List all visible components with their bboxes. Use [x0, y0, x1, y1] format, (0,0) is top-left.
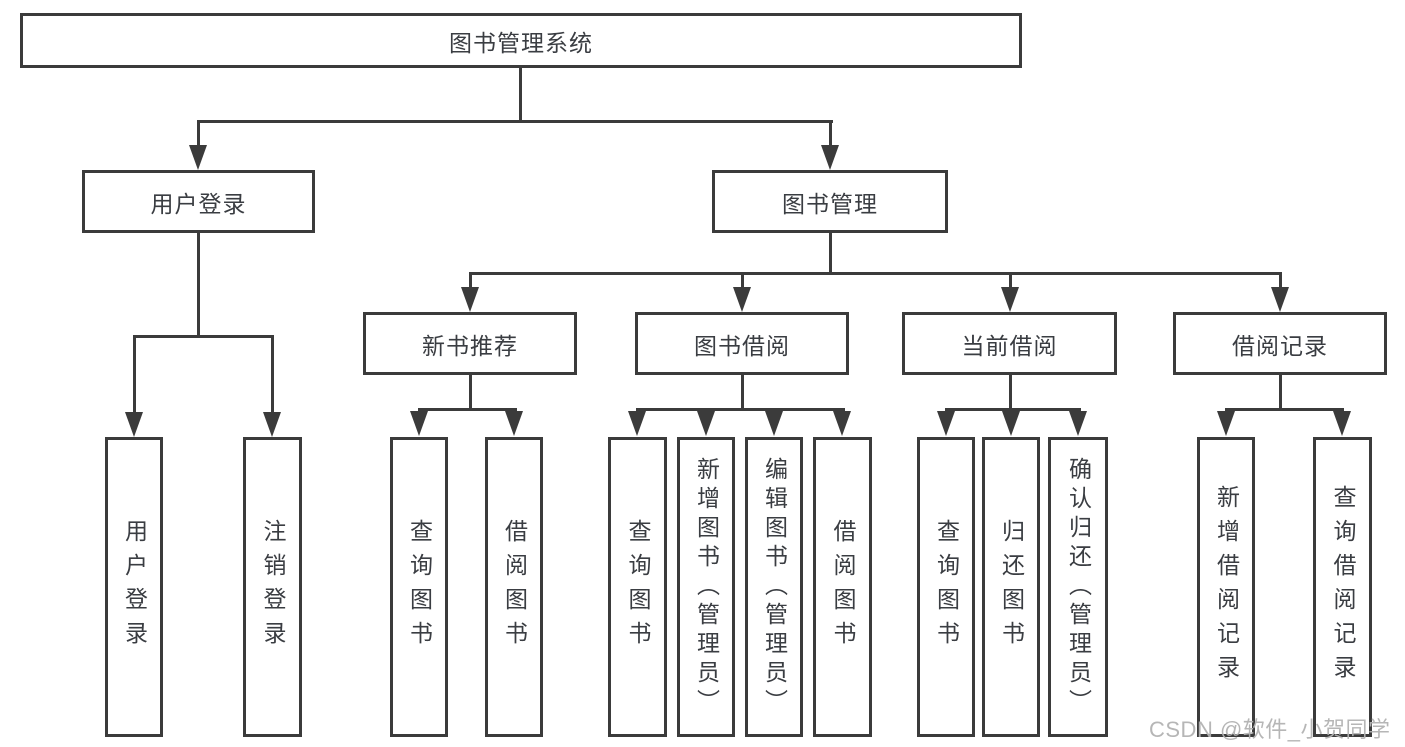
connector-leg — [197, 120, 200, 146]
arrow-down-icon — [628, 411, 646, 436]
leaf-borrow-query-books: 查询图书 — [608, 437, 667, 737]
node-book-borrow-label: 图书借阅 — [694, 332, 790, 359]
leaf-rec-query-books: 查询图书 — [390, 437, 448, 737]
leaf-borrow-borrow-books-label: 借阅图书 — [830, 519, 856, 655]
leaf-current-query-books-label: 查询图书 — [933, 519, 960, 655]
leaf-rec-query-books-label: 查询图书 — [406, 519, 433, 655]
connector-level3-bar — [469, 272, 1282, 275]
arrow-down-icon — [1001, 287, 1019, 312]
node-borrow-records: 借阅记录 — [1173, 312, 1387, 375]
leaf-rec-borrow-books-label: 借阅图书 — [501, 519, 528, 655]
leaf-current-return-books-label: 归还图书 — [998, 519, 1025, 655]
connector-group-bar — [1225, 408, 1344, 411]
leaf-borrow-add-books-admin-label: 新增图书（管理员） — [693, 456, 720, 718]
arrow-down-icon — [410, 411, 428, 436]
leaf-borrow-edit-books-admin-label: 编辑图书（管理员） — [761, 456, 788, 718]
node-new-book-recommend: 新书推荐 — [363, 312, 577, 375]
connector-leg — [133, 335, 136, 413]
connector-level2-bar — [197, 120, 833, 123]
node-book-management-label: 图书管理 — [782, 190, 878, 217]
node-current-borrow: 当前借阅 — [902, 312, 1117, 375]
arrow-down-icon — [1333, 411, 1351, 436]
leaf-borrow-add-books-admin: 新增图书（管理员） — [677, 437, 735, 737]
arrow-down-icon — [733, 287, 751, 312]
arrow-down-icon — [461, 287, 479, 312]
leaf-records-query-record: 查询借阅记录 — [1313, 437, 1372, 737]
connector-leg — [469, 272, 472, 288]
node-user-login: 用户登录 — [82, 170, 315, 233]
connector-root-stub — [519, 68, 522, 122]
connector-group-bar — [945, 408, 1081, 411]
leaf-logout-label: 注销登录 — [260, 519, 286, 655]
arrow-down-icon — [937, 411, 955, 436]
leaf-current-return-books: 归还图书 — [982, 437, 1040, 737]
connector-group-stub — [469, 375, 472, 410]
arrow-down-icon — [697, 411, 715, 436]
connector-leg — [271, 335, 274, 413]
node-user-login-label: 用户登录 — [150, 190, 247, 217]
leaf-records-query-record-label: 查询借阅记录 — [1330, 485, 1356, 689]
connector-group-bar — [418, 408, 517, 411]
connector-user-bar — [133, 335, 274, 338]
connector-leg — [1279, 272, 1282, 288]
connector-leg — [1009, 272, 1012, 288]
arrow-down-icon — [1002, 411, 1020, 436]
node-book-borrow: 图书借阅 — [635, 312, 849, 375]
arrow-down-icon — [189, 145, 207, 170]
leaf-current-query-books: 查询图书 — [917, 437, 975, 737]
leaf-current-confirm-return-admin: 确认归还（管理员） — [1048, 437, 1108, 737]
node-root: 图书管理系统 — [20, 13, 1022, 68]
connector-group-bar — [636, 408, 845, 411]
node-borrow-records-label: 借阅记录 — [1232, 332, 1328, 359]
node-current-borrow-label: 当前借阅 — [961, 332, 1058, 359]
arrow-down-icon — [1271, 287, 1289, 312]
leaf-rec-borrow-books: 借阅图书 — [485, 437, 543, 737]
arrow-down-icon — [125, 412, 143, 437]
arrow-down-icon — [505, 411, 523, 436]
connector-leg — [829, 120, 832, 146]
leaf-borrow-query-books-label: 查询图书 — [625, 519, 651, 655]
connector-group-stub — [741, 375, 744, 410]
arrow-down-icon — [765, 411, 783, 436]
arrow-down-icon — [1217, 411, 1235, 436]
leaf-records-add-record: 新增借阅记录 — [1197, 437, 1255, 737]
arrow-down-icon — [1069, 411, 1087, 436]
arrow-down-icon — [833, 411, 851, 436]
watermark: CSDN @软件_小贺同学 — [1149, 717, 1391, 742]
arrow-down-icon — [821, 145, 839, 170]
leaf-borrow-edit-books-admin: 编辑图书（管理员） — [745, 437, 803, 737]
connector-leg — [741, 272, 744, 288]
leaf-current-confirm-return-admin-label: 确认归还（管理员） — [1065, 456, 1092, 718]
connector-group-stub — [1279, 375, 1282, 410]
node-new-book-recommend-label: 新书推荐 — [422, 332, 518, 359]
arrow-down-icon — [263, 412, 281, 437]
node-root-label: 图书管理系统 — [449, 29, 593, 56]
leaf-user-login: 用户登录 — [105, 437, 163, 737]
node-book-management: 图书管理 — [712, 170, 948, 233]
leaf-records-add-record-label: 新增借阅记录 — [1213, 485, 1240, 689]
connector-group-stub — [1009, 375, 1012, 410]
leaf-borrow-borrow-books: 借阅图书 — [813, 437, 872, 737]
connector-mgmt-stub — [829, 233, 832, 274]
leaf-logout: 注销登录 — [243, 437, 302, 737]
connector-user-stub — [197, 233, 200, 337]
leaf-user-login-label: 用户登录 — [121, 519, 148, 655]
